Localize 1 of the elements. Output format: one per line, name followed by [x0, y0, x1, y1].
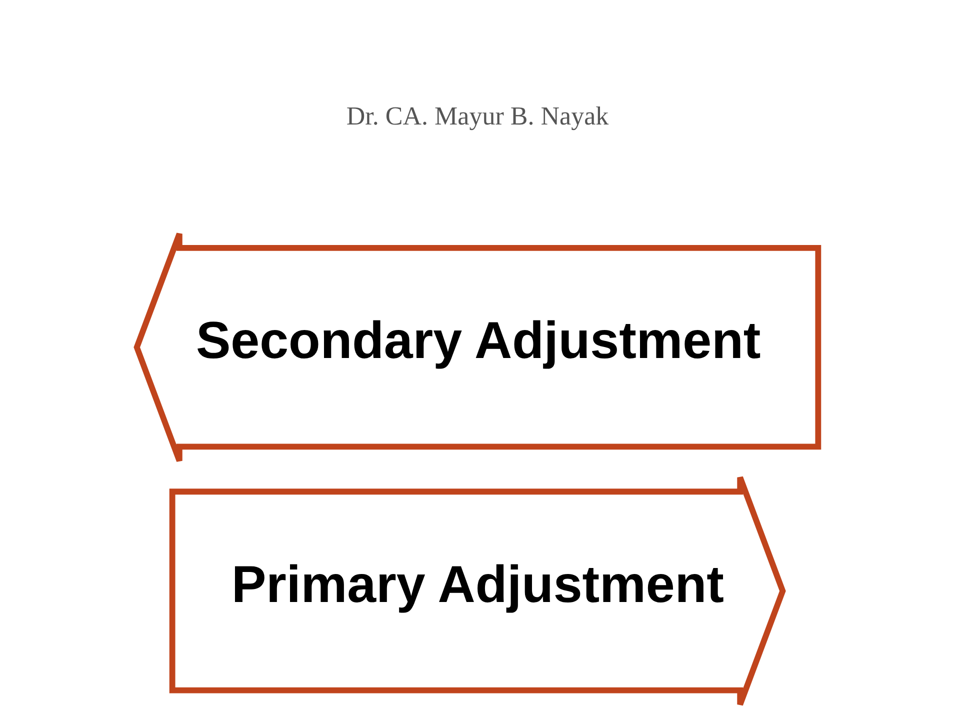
label: Dr. CA. Mayur B. Nayak [346, 100, 609, 130]
